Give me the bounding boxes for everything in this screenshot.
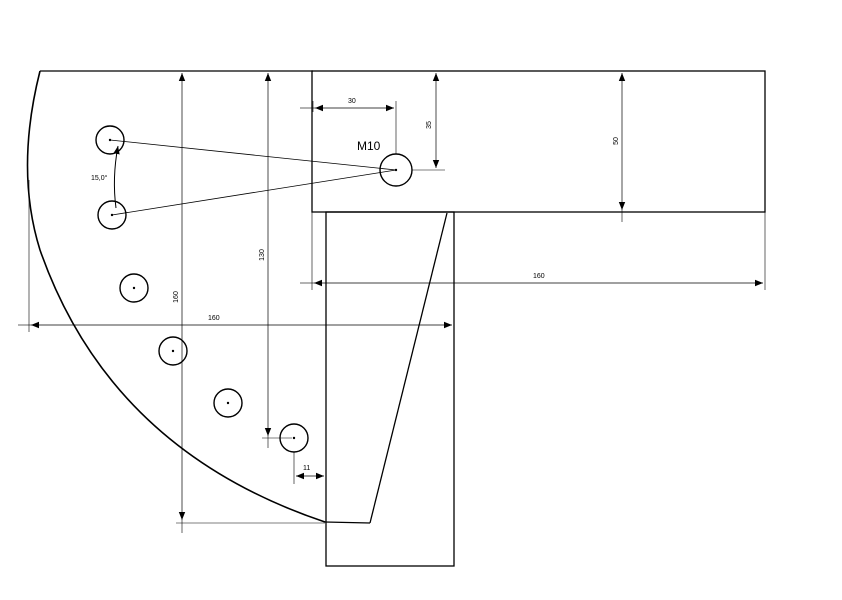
hole-centers	[108, 138, 296, 440]
plate-bottom-edge	[324, 521, 371, 524]
angle-text: 15,0°	[91, 174, 108, 182]
svg-text:11: 11	[303, 465, 310, 472]
plate-outline	[26, 70, 326, 523]
m10-label: M10	[357, 139, 381, 153]
dimension-160-horizontal: 160	[300, 212, 766, 290]
svg-text:30: 30	[348, 98, 356, 105]
hole-3	[119, 273, 149, 303]
dimension-11: 11	[293, 452, 324, 484]
svg-text:50: 50	[613, 137, 620, 145]
horizontal-bar	[311, 70, 766, 213]
svg-text:130: 130	[259, 249, 266, 261]
svg-text:160: 160	[533, 273, 545, 280]
hole-2	[97, 200, 127, 230]
hole-1	[95, 125, 125, 155]
taper-line	[369, 212, 448, 524]
dimension-35: 35	[412, 73, 445, 171]
svg-text:160: 160	[208, 315, 220, 322]
construction-line-upper	[109, 139, 397, 171]
dimension-160-radius: 160	[18, 180, 452, 332]
dimension-160-vertical: 160	[173, 73, 325, 533]
construction-line-lower	[111, 169, 397, 216]
dimension-50: 50	[613, 73, 626, 222]
hole-5	[213, 388, 243, 418]
hole-4	[158, 336, 188, 366]
dimension-30: 30	[300, 98, 397, 154]
angle-arc	[113, 145, 120, 209]
vertical-bar	[325, 211, 455, 567]
dimension-130: 130	[259, 73, 292, 448]
svg-text:35: 35	[426, 121, 433, 129]
svg-text:160: 160	[173, 291, 180, 303]
hole-pattern	[95, 125, 309, 453]
